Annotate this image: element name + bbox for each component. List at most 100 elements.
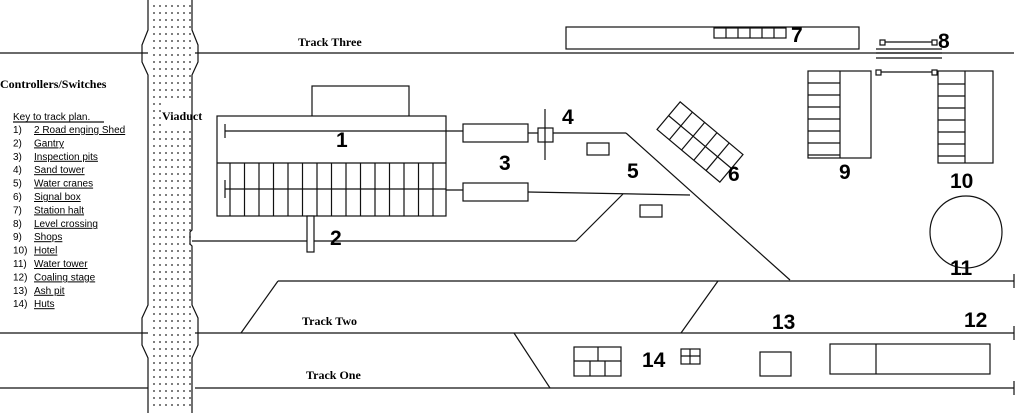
viaduct-dot <box>177 96 179 98</box>
marker-11: 11 <box>950 257 973 280</box>
viaduct-dot <box>153 390 155 392</box>
viaduct-dot <box>189 243 191 245</box>
key-item-label: Ash pit <box>34 286 65 297</box>
viaduct-dot <box>177 152 179 154</box>
viaduct-dot <box>177 271 179 273</box>
viaduct-dot <box>189 390 191 392</box>
viaduct-dot <box>165 355 167 357</box>
viaduct-dot <box>171 208 173 210</box>
viaduct-dot <box>183 313 185 315</box>
key-item: 7)Station halt <box>13 205 84 216</box>
viaduct-dot <box>153 362 155 364</box>
viaduct-dot <box>153 201 155 203</box>
viaduct-dot <box>183 278 185 280</box>
viaduct-dot <box>171 19 173 21</box>
marker-4: 4 <box>562 106 574 129</box>
viaduct-dot <box>171 383 173 385</box>
viaduct-dot <box>183 194 185 196</box>
viaduct-dot <box>153 54 155 56</box>
viaduct-dot <box>159 131 161 133</box>
viaduct-dot <box>183 369 185 371</box>
viaduct-dot <box>183 61 185 63</box>
key-item-label: Coaling stage <box>34 272 96 283</box>
viaduct-dot <box>171 327 173 329</box>
hotel-rows <box>938 83 965 157</box>
viaduct-dot <box>189 264 191 266</box>
viaduct-dot <box>183 306 185 308</box>
viaduct-dot <box>159 334 161 336</box>
viaduct-dot <box>159 215 161 217</box>
track-three-label: Track Three <box>298 35 362 49</box>
viaduct-dot <box>177 397 179 399</box>
viaduct-dot <box>183 5 185 7</box>
viaduct-dot <box>159 404 161 406</box>
key-item: 3)Inspection pits <box>13 152 98 163</box>
viaduct-dot <box>159 222 161 224</box>
viaduct-dot <box>183 327 185 329</box>
viaduct-dot <box>153 306 155 308</box>
viaduct-dot <box>171 355 173 357</box>
hotel <box>937 70 994 164</box>
viaduct-dot <box>165 166 167 168</box>
viaduct-dot <box>153 292 155 294</box>
viaduct-dot <box>159 236 161 238</box>
viaduct-dot <box>189 194 191 196</box>
viaduct-dot <box>165 47 167 49</box>
viaduct-dot <box>189 404 191 406</box>
viaduct-dot <box>177 306 179 308</box>
viaduct-dot <box>189 313 191 315</box>
viaduct-dot <box>165 5 167 7</box>
marker-6: 6 <box>728 163 740 186</box>
viaduct-dot <box>159 341 161 343</box>
viaduct-dot <box>165 250 167 252</box>
viaduct-dot <box>165 271 167 273</box>
viaduct-dot <box>153 208 155 210</box>
viaduct-dot <box>171 313 173 315</box>
marker-5: 5 <box>627 160 639 183</box>
viaduct-dot <box>177 82 179 84</box>
viaduct-dot <box>159 313 161 315</box>
viaduct-dot <box>189 75 191 77</box>
key-item-number: 11) <box>13 259 27 270</box>
viaduct-dot <box>171 187 173 189</box>
viaduct-dot <box>165 327 167 329</box>
viaduct-dot <box>177 215 179 217</box>
viaduct-dot <box>183 257 185 259</box>
viaduct-dot <box>189 320 191 322</box>
viaduct-dot <box>159 243 161 245</box>
viaduct-dot <box>165 131 167 133</box>
lower-yard-lines <box>240 274 1015 389</box>
key-item-label: Gantry <box>34 138 64 149</box>
key-to-track-plan: Key to track plan. 1)2 Road enging Shed2… <box>13 112 125 310</box>
viaduct-dot <box>189 61 191 63</box>
viaduct-dot <box>177 145 179 147</box>
viaduct-dot <box>177 75 179 77</box>
viaduct-dot <box>159 292 161 294</box>
controllers-heading: Controllers/Switches <box>0 77 107 91</box>
viaduct-dot <box>159 320 161 322</box>
key-item-label: Water tower <box>34 259 88 270</box>
viaduct-dot <box>171 397 173 399</box>
viaduct-dot <box>171 222 173 224</box>
key-item: 6)Signal box <box>13 192 81 203</box>
viaduct-dot <box>189 33 191 35</box>
viaduct-dot <box>165 33 167 35</box>
viaduct-dot <box>189 173 191 175</box>
viaduct-dot <box>159 82 161 84</box>
viaduct-dot <box>171 404 173 406</box>
viaduct-dot <box>159 383 161 385</box>
viaduct-dot <box>153 187 155 189</box>
viaduct-dot <box>177 138 179 140</box>
viaduct-dot <box>171 152 173 154</box>
viaduct-dot <box>189 236 191 238</box>
viaduct-dot <box>165 159 167 161</box>
viaduct-dot <box>183 159 185 161</box>
viaduct-dot <box>183 222 185 224</box>
key-item-number: 2) <box>13 138 22 149</box>
viaduct-dot <box>177 201 179 203</box>
level-crossing <box>875 39 942 76</box>
viaduct-dot <box>165 299 167 301</box>
key-item-label: Sand tower <box>34 165 85 176</box>
viaduct-dot <box>159 348 161 350</box>
